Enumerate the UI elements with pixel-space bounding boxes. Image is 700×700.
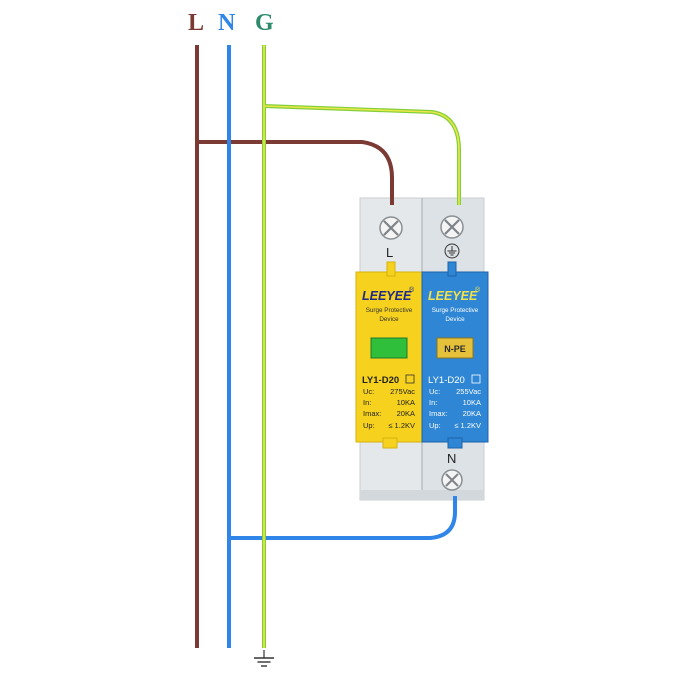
module-line-spec-value: 10KA [397,398,415,407]
neutral-wire [227,45,457,648]
spd-module-line: LEEYEE ® Surge Protective Device LY1-D20… [355,261,423,449]
module-line-spec-key: Imax: [363,409,381,418]
module-line-spec-key: In: [363,398,371,407]
spd-module-neutral: LEEYEE ® Surge Protective Device N-PE LY… [421,261,489,449]
terminal-screw-line-top [379,216,403,240]
module-neutral-subtitle-1: Surge Protective [432,307,479,314]
module-line-model: LY1-D20 [362,375,399,386]
module-neutral-window [436,337,474,359]
neutral-conductor-label: N [218,10,236,36]
module-line-spec-key: Uc: [363,387,374,396]
module-line-spec-value: 275Vac [390,387,415,396]
bottom-terminals: N [441,451,463,491]
module-neutral-model: LY1-D20 [428,375,465,386]
terminal-label-line: L [386,245,393,260]
module-neutral-spec-value: ≤ 1.2KV [454,421,481,430]
module-line-registered: ® [409,286,415,294]
module-line-spec-key: Up: [363,421,375,430]
conductor-labels: L N G [188,10,274,36]
earth-ground-icon [254,650,274,667]
ground-symbol-icon [444,243,460,259]
terminal-screw-ground-top [440,215,464,239]
module-line-specs: Uc: 275Vac In: 10KA Imax: 20KA Up: ≤ 1.2… [363,387,415,430]
module-neutral-brand: LEEYEE [428,289,478,303]
module-neutral-spec-key: Imax: [429,409,447,418]
module-neutral-registered: ® [475,286,481,294]
ground-wire-stripe [263,45,460,648]
module-neutral-spec-value: 10KA [463,398,481,407]
module-neutral-spec-value: 20KA [463,409,481,418]
module-neutral-subtitle-2: Device [445,316,465,323]
wires [195,45,461,648]
line-conductor-label: L [188,10,204,36]
module-line-spec-value: 20KA [397,409,415,418]
module-neutral-window-label: N-PE [444,344,466,354]
module-neutral-spec-value: 255Vac [456,387,481,396]
line-wire [195,45,394,648]
module-neutral-spec-key: Up: [429,421,441,430]
module-line-status-window [370,337,408,359]
module-line-subtitle-2: Device [379,316,399,323]
terminal-label-neutral: N [447,451,456,466]
module-neutral-spec-key: Uc: [429,387,440,396]
module-line-brand: LEEYEE [362,289,412,303]
module-neutral-specs: Uc: 255Vac In: 10KA Imax: 20KA Up: ≤ 1.2… [429,387,481,430]
module-line-subtitle-1: Surge Protective [366,307,413,314]
ground-conductor-label: G [255,10,274,36]
module-neutral-spec-key: In: [429,398,437,407]
module-line-spec-value: ≤ 1.2KV [388,421,415,430]
top-terminals: L [379,215,464,260]
terminal-screw-neutral-bottom [441,469,463,491]
